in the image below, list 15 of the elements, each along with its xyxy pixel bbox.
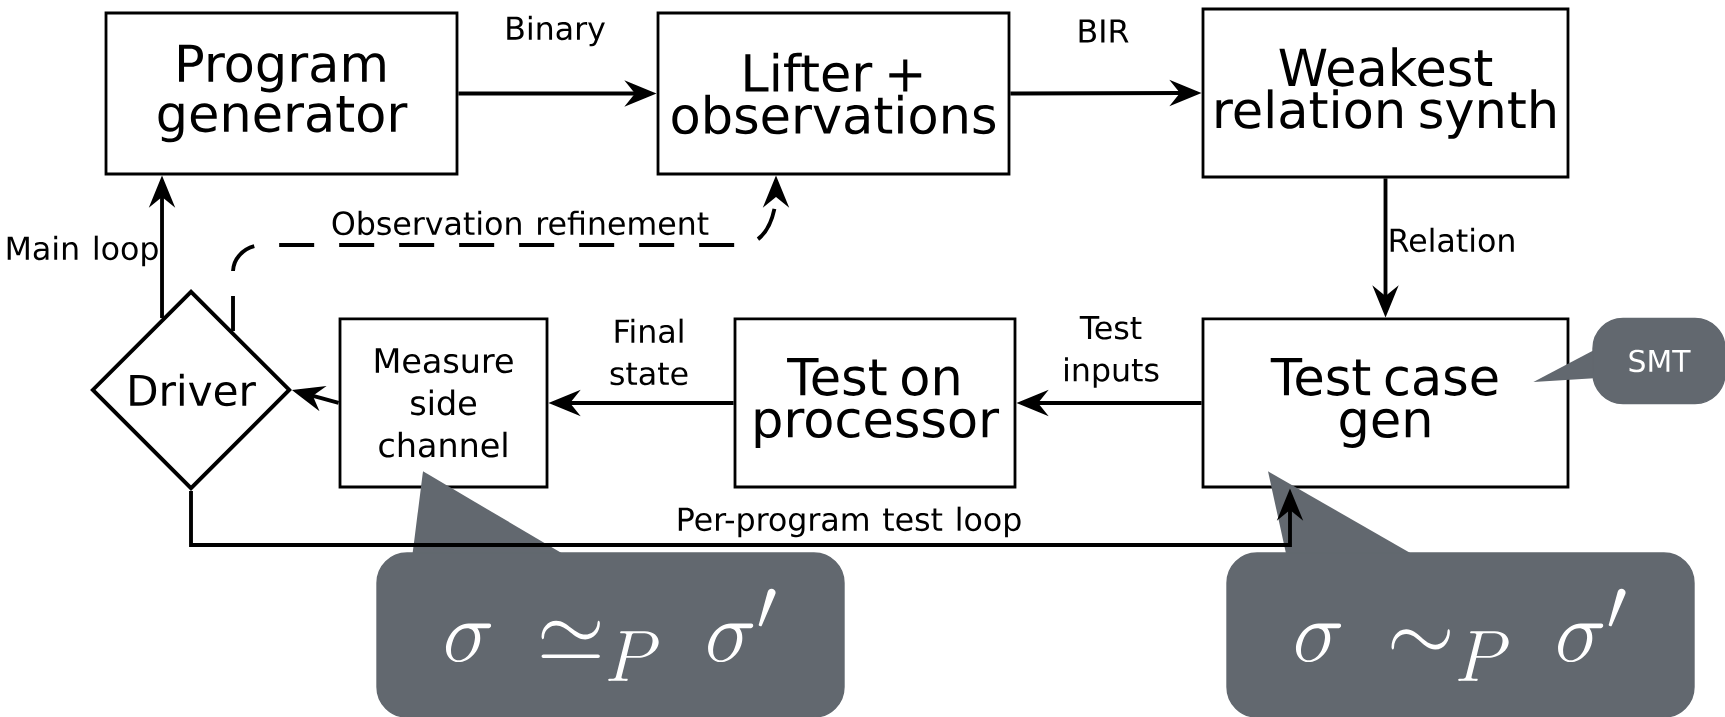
callout-bubble: SMT [1533, 317, 1725, 405]
process-box: Test on processor [733, 317, 1017, 489]
edge-label: BIR [1079, 19, 1129, 43]
process-box: Lifter + observations [656, 11, 1011, 176]
edge-label: Test inputs [1065, 316, 1159, 388]
edge-label: Final state [610, 318, 688, 386]
callout-bubble: $\sigma \sim_{P} \sigma'$ [1226, 471, 1695, 717]
edge-label: Observation refinement [332, 210, 709, 236]
process-box: Test case gen [1201, 317, 1570, 489]
edge-label: Main loop [7, 235, 158, 267]
edge-label: Relation [1390, 227, 1514, 253]
process-box: Weakest relation synth [1201, 7, 1570, 179]
process-box: Program generator [104, 11, 459, 176]
edge-label: Binary [507, 15, 605, 47]
process-box: Measure side channel [338, 317, 549, 489]
